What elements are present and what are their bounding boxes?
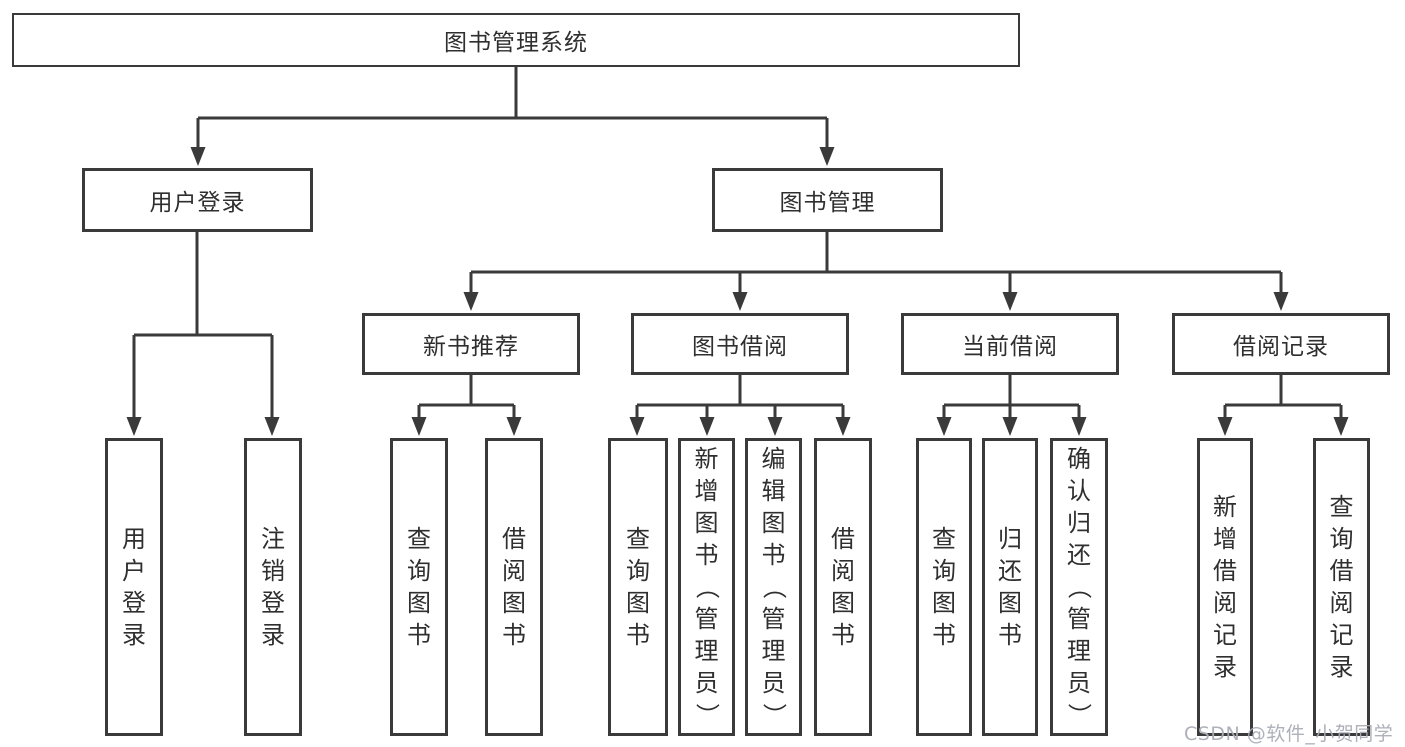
node-user-login: 用户登录 [82, 168, 313, 232]
leaf-edit-books-admin: 编辑图书（管理员） [745, 438, 802, 736]
leaf-query-books-borrowing: 查询图书 [608, 438, 668, 736]
node-borrow-records: 借阅记录 [1172, 313, 1390, 375]
leaf-logout-login: 注销登录 [244, 438, 302, 736]
node-book-management: 图书管理 [712, 168, 943, 232]
leaf-add-books-admin: 新增图书（管理员） [678, 438, 735, 736]
node-library-management-system: 图书管理系统 [12, 13, 1020, 67]
leaf-query-borrow-record: 查询借阅记录 [1313, 438, 1370, 736]
leaf-query-books-current: 查询图书 [916, 438, 972, 736]
leaf-borrow-books-borrowing: 借阅图书 [814, 438, 872, 736]
node-book-borrowing: 图书借阅 [631, 313, 849, 375]
leaf-confirm-return-admin: 确认归还（管理员） [1050, 438, 1108, 736]
leaf-user-login: 用户登录 [105, 438, 163, 736]
leaf-borrow-books-recommend: 借阅图书 [485, 438, 543, 736]
node-current-borrowing: 当前借阅 [901, 313, 1119, 375]
watermark: CSDN @软件_小贺同学 [1184, 723, 1394, 745]
node-new-book-recommend: 新书推荐 [362, 313, 580, 375]
arrowheads [126, 147, 1349, 436]
leaf-query-books-recommend: 查询图书 [390, 438, 448, 736]
leaf-add-borrow-record: 新增借阅记录 [1197, 438, 1253, 736]
leaf-return-books: 归还图书 [982, 438, 1038, 736]
